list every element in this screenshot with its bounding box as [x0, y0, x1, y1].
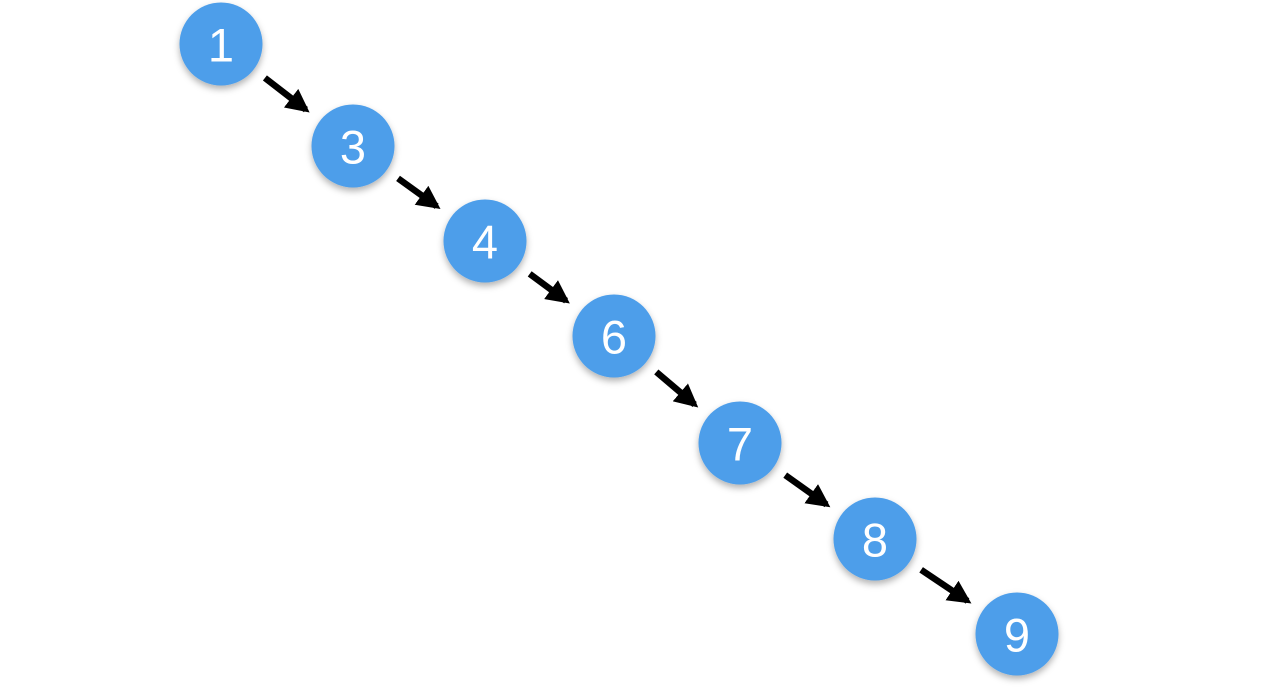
node-7: 7 — [698, 401, 782, 485]
edge-arrow-6-7 — [654, 369, 699, 408]
node-label-7: 7 — [727, 418, 753, 471]
node-circle-1 — [179, 2, 263, 86]
node-circle-4 — [443, 199, 527, 283]
node-label-3: 3 — [340, 121, 366, 174]
node-label-4: 4 — [472, 216, 498, 269]
edge-arrow-4-6 — [527, 271, 570, 304]
node-circle-8 — [833, 497, 917, 581]
node-1: 1 — [179, 2, 263, 86]
node-label-8: 8 — [862, 514, 888, 567]
node-label-9: 9 — [1004, 609, 1030, 662]
node-label-6: 6 — [601, 311, 627, 364]
node-circle-7 — [698, 401, 782, 485]
edge-arrow-8-9 — [919, 567, 972, 604]
node-9: 9 — [975, 592, 1059, 676]
node-6: 6 — [572, 294, 656, 378]
edges-layer — [262, 75, 972, 604]
node-circle-9 — [975, 592, 1059, 676]
nodes-layer: 1 3 4 6 7 8 9 — [179, 2, 1059, 676]
node-4: 4 — [443, 199, 527, 283]
node-circle-3 — [311, 104, 395, 188]
edge-arrow-1-3 — [262, 75, 310, 113]
node-label-1: 1 — [208, 19, 234, 72]
node-8: 8 — [833, 497, 917, 581]
node-3: 3 — [311, 104, 395, 188]
node-circle-6 — [572, 294, 656, 378]
edge-arrow-7-8 — [783, 472, 831, 508]
edge-arrow-3-4 — [396, 175, 441, 209]
